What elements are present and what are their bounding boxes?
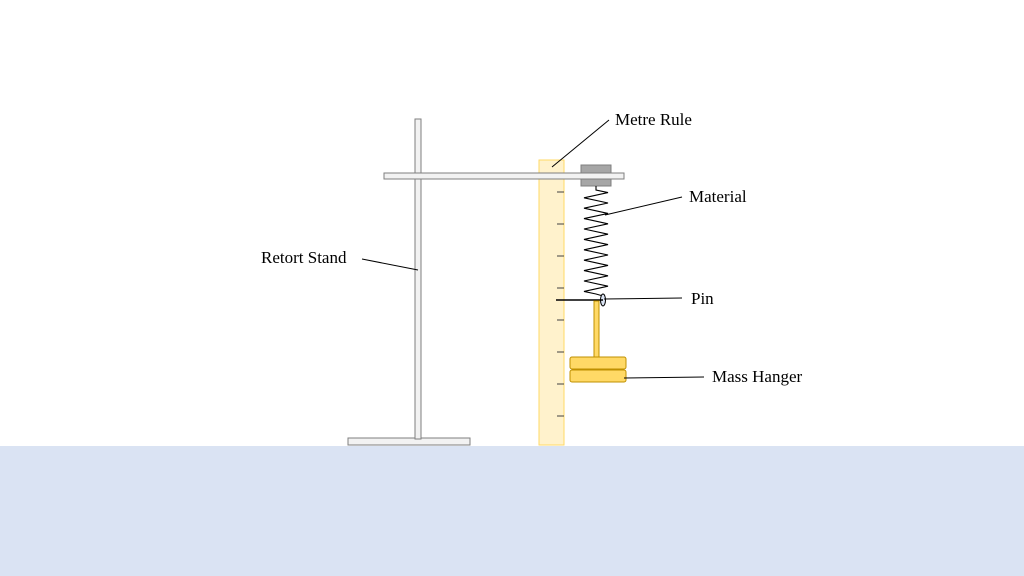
label-pin: Pin: [691, 289, 714, 308]
leader-retort-stand: [361, 258, 419, 271]
clamp-arm: [383, 172, 625, 180]
metre-rule: [538, 159, 565, 446]
leader-mass-hanger: [623, 376, 705, 379]
bench-surface: [0, 446, 1024, 576]
spring-material: [583, 186, 609, 297]
mass-hanger-slot-top: [569, 356, 627, 370]
label-metre-rule: Metre Rule: [615, 110, 692, 129]
mass-hanger-rod: [593, 300, 600, 358]
metre-rule-body: [538, 159, 565, 446]
label-material: Material: [689, 187, 747, 206]
metre-rule-ticks: [557, 191, 564, 417]
mass-hanger: [569, 300, 627, 383]
mass-hanger-slot-bottom: [569, 369, 627, 383]
leader-material: [604, 196, 683, 216]
leader-metre-rule: [551, 119, 610, 168]
retort-stand-rod: [414, 118, 422, 440]
label-retort-stand: Retort Stand: [261, 248, 347, 267]
retort-stand-base: [347, 437, 471, 446]
label-mass-hanger: Mass Hanger: [712, 367, 803, 386]
leader-pin: [603, 297, 683, 300]
retort-stand: [347, 118, 471, 446]
